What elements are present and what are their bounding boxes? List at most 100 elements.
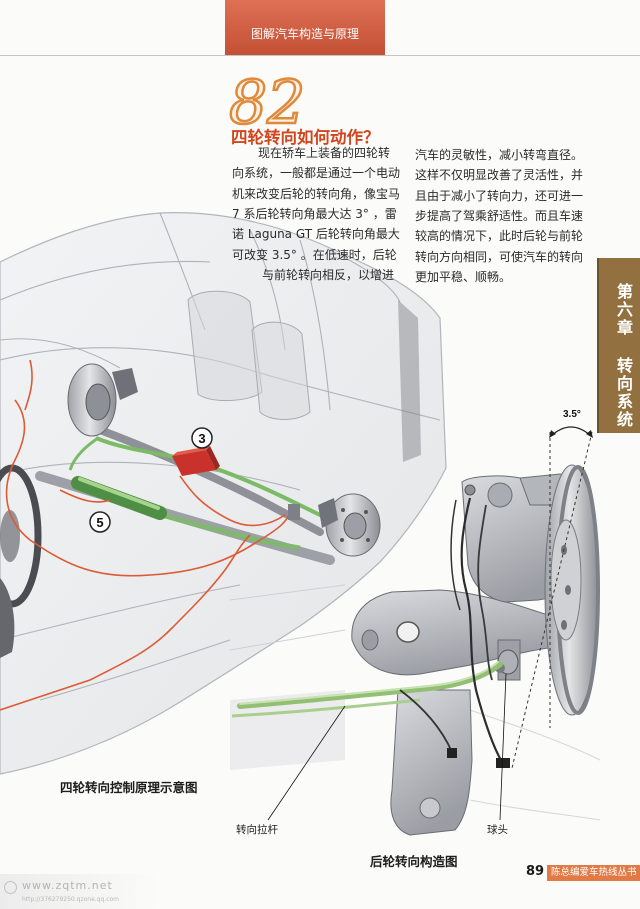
- main-figure-caption: 四轮转向控制原理示意图: [60, 780, 198, 795]
- ball-joint-label: 球头: [487, 824, 508, 836]
- article-title: 四轮转向如何动作？: [231, 128, 380, 147]
- angle-arc: [550, 426, 592, 437]
- body-text-line: 7 系后轮转向角最大达 3° ，雷: [232, 207, 397, 221]
- top-rule: [0, 55, 640, 56]
- cable: [460, 497, 503, 763]
- wheel-hub: [85, 383, 111, 421]
- page-number: 89: [526, 864, 545, 879]
- callout-number: 5: [96, 515, 103, 530]
- arm-mount-hole: [396, 621, 420, 643]
- wire: [5, 399, 293, 577]
- angle-arrowhead-left: [549, 430, 556, 438]
- body-text-line: 汽车的灵敏性，减小转弯直径。: [415, 148, 584, 162]
- floor-line: [39, 639, 231, 701]
- knuckle-mount: [487, 482, 513, 508]
- rear-brake-disc: [544, 464, 600, 716]
- watermark-site: www.zqtm.net: [22, 879, 113, 892]
- series-title: 陈总编爱车热线丛书: [551, 867, 637, 878]
- body-text-line: 可改变 3.5° 。在低速时，后轮: [232, 248, 397, 262]
- angle-arrowhead-right: [586, 430, 593, 438]
- control-unit-front: [172, 450, 216, 476]
- floor-line: [229, 584, 346, 601]
- steering-pipe: [68, 436, 99, 471]
- lower-bushing: [419, 797, 441, 819]
- steering-actuator-highlight: [78, 477, 160, 510]
- bolt-hole: [341, 508, 345, 512]
- windshield-line: [0, 260, 211, 301]
- cable-connector: [447, 748, 457, 758]
- lower-arm-extension: [390, 689, 473, 836]
- rear-steering-construction: 3.5°: [229, 409, 601, 836]
- cable-connector: [496, 758, 510, 768]
- dashboard-line: [0, 338, 121, 369]
- wire: [179, 475, 286, 527]
- disc-hat: [550, 519, 582, 641]
- wire: [24, 359, 33, 411]
- lug-hole: [565, 585, 571, 595]
- watermark-url: http://376279250.qzone.qq.com: [22, 896, 120, 903]
- body-text-line: 转向方向相同，可使汽车的转向: [415, 250, 584, 264]
- body-text-line: 与前轮转向相反，以增进: [262, 268, 395, 282]
- knuckle-bolt: [464, 484, 476, 496]
- callout-5: 5: [89, 511, 111, 533]
- tie-rod-label: 转向拉杆: [236, 824, 278, 836]
- header-tab-title: 图解汽车构造与原理: [250, 27, 359, 41]
- header-tab: 图解汽车构造与原理: [225, 0, 385, 55]
- bolt-hole: [340, 538, 344, 542]
- tie-rod: [237, 661, 503, 709]
- c-pillar: [398, 300, 421, 462]
- rear-seat: [251, 321, 311, 420]
- chapter-tab: 第六章 转向系统: [597, 258, 640, 433]
- article-number: 82: [229, 68, 305, 138]
- series-bar: 陈总编爱车热线丛书: [547, 865, 640, 881]
- rear-window-line: [329, 249, 401, 303]
- steering-wheel-hub: [0, 510, 20, 562]
- front-seat: [187, 290, 263, 402]
- body-line: [469, 799, 601, 821]
- brake-caliper: [318, 498, 338, 528]
- rear-figure-caption: 后轮转向构造图: [370, 854, 458, 869]
- right-rear-wheel-hub: [288, 493, 381, 557]
- left-rear-wheel-hub: [67, 363, 138, 437]
- driver-seat: [0, 578, 15, 658]
- tie-rod-highlight: [239, 661, 499, 705]
- four-wheel-steering-diagram: 3 5: [0, 212, 447, 775]
- ball-joint-leader-line: [499, 673, 507, 821]
- chapter-title: 转向系统: [614, 357, 633, 429]
- wiring-harness: [0, 359, 293, 711]
- b-pillar-line: [299, 239, 331, 411]
- wire: [0, 534, 251, 711]
- floor-line: [0, 584, 241, 641]
- angle-label: 3.5°: [563, 409, 581, 420]
- bolt-hole: [366, 538, 370, 542]
- body-text-line: 向系统，一般都是通过一个电动: [232, 166, 401, 180]
- wheel-hub: [343, 512, 367, 540]
- body-text-line: 这样不仅明显改善了灵活性，并: [415, 168, 584, 182]
- body-text-line: 机来改变后轮的转向角，像宝马: [232, 187, 401, 201]
- callout-circle: [89, 511, 111, 533]
- car-body-lines: [0, 212, 441, 701]
- tie-rod-leader-line: [267, 705, 346, 821]
- body-text-line: 步提高了驾乘舒适性。而且车速: [415, 209, 584, 223]
- body-text-line: 更加平稳、顺畅。: [415, 270, 512, 284]
- callout-circle: [191, 427, 213, 449]
- sensor-cables: [399, 497, 503, 763]
- callout-number: 3: [198, 431, 205, 446]
- body-text-line: 较高的情况下，此时后轮与前轮: [415, 229, 584, 243]
- car-body-silhouette: [0, 212, 447, 775]
- cable: [450, 499, 461, 611]
- steering-pipe: [149, 509, 301, 551]
- bolt-hole: [364, 510, 368, 514]
- lug-hole: [561, 620, 567, 630]
- brake-caliper: [112, 368, 138, 400]
- rear-actuator-bracket: [288, 504, 300, 520]
- body-text-line: 现在轿车上装备的四轮转: [258, 146, 391, 160]
- arm-bushing: [361, 629, 379, 651]
- cable: [399, 689, 453, 753]
- chapter-number: 第六章: [614, 283, 633, 337]
- body-text-line: 诺 Laguna GT 后轮转向角最大: [232, 227, 400, 241]
- watermark-logo-icon: [4, 881, 17, 894]
- door-line: [19, 461, 301, 491]
- body-text-line: 且由于减小了转向力，还可进一: [415, 189, 584, 203]
